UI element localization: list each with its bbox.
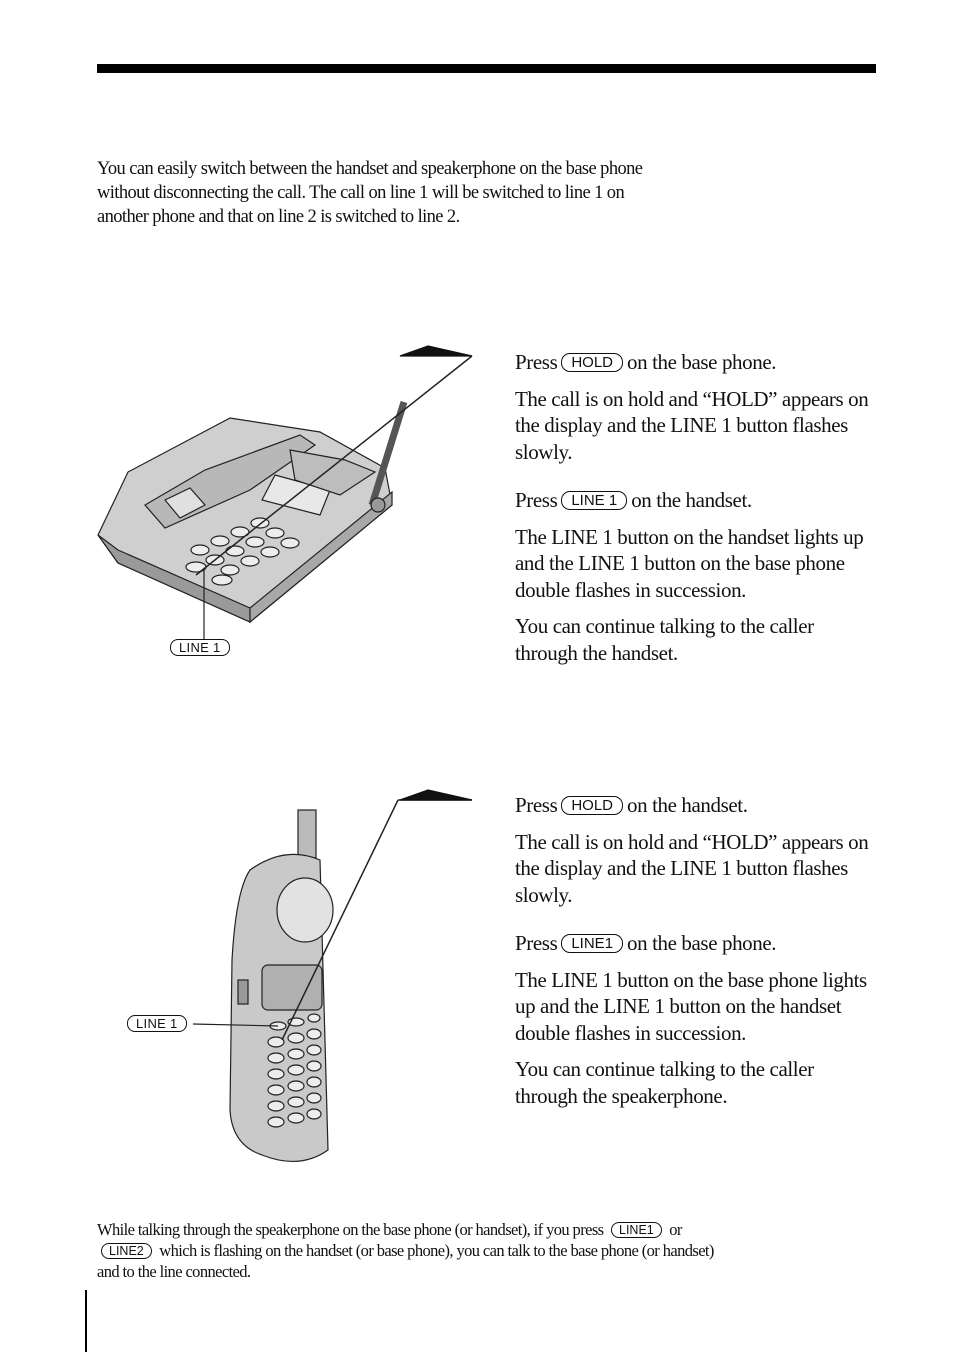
section1-step2-result: The LINE 1 button on the handset lights … [515,524,864,602]
section1-step2-result2: You can continue talking to the caller t… [515,614,814,665]
handset-illustration [192,789,473,1163]
line1-key: LINE1 [611,1222,662,1238]
section2-step2-result2: You can continue talking to the caller t… [515,1057,814,1108]
line1-callout-handset: LINE 1 [127,1015,187,1032]
section2-step1-result: The call is on hold and “HOLD” appears o… [515,829,869,907]
step-text: on the base phone. [627,350,777,374]
hold-key: HOLD [561,353,624,372]
step-text: Press [515,793,558,817]
step-text: on the handset. [627,793,748,817]
step-text: on the handset. [631,488,752,512]
note-text: While talking through the speakerphone o… [97,1220,604,1239]
note-paragraph: While talking through the speakerphone o… [97,1219,737,1282]
step-text: on the base phone. [627,931,777,955]
step-text: Press [515,350,558,374]
step-text: Press [515,931,558,955]
section1-step1-result: The call is on hold and “HOLD” appears o… [515,386,869,464]
step-text: Press [515,488,558,512]
base-phone-illustration [97,345,473,640]
line1-key: LINE 1 [561,491,628,510]
note-text: which is flashing on the handset (or bas… [97,1241,714,1281]
line1-key: LINE1 [561,934,624,953]
left-rule [85,1290,87,1352]
line2-key: LINE2 [101,1243,152,1259]
note-text: or [669,1220,682,1239]
top-rule [97,64,876,73]
intro-paragraph: You can easily switch between the handse… [97,159,643,227]
hold-key: HOLD [561,796,624,815]
section2-step2-result: The LINE 1 button on the base phone ligh… [515,967,867,1045]
line1-callout-base: LINE 1 [170,639,230,656]
